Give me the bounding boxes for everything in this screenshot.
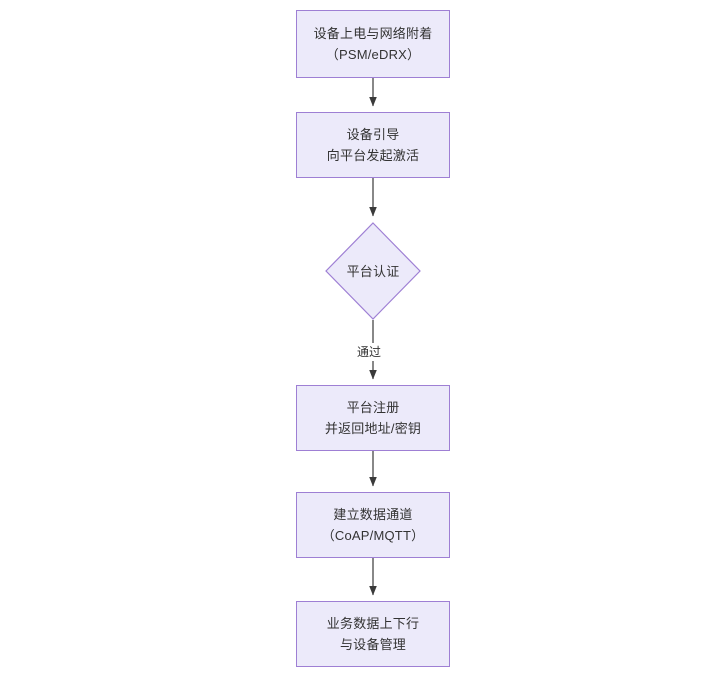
edge-label-pass: 通过 [355, 343, 384, 361]
node-device-bootstrap[interactable]: 设备引导 向平台发起激活 [296, 112, 450, 178]
node-platform-authentication[interactable]: 平台认证 [325, 222, 421, 320]
node-label-line: （PSM/eDRX） [325, 47, 421, 62]
node-platform-registration[interactable]: 平台注册 并返回地址/密钥 [296, 385, 450, 451]
node-label-line: 建立数据通道 [333, 507, 413, 522]
node-label-line: 与设备管理 [339, 637, 406, 652]
node-business-data-and-device-management[interactable]: 业务数据上下行 与设备管理 [296, 601, 450, 667]
diamond-shape [325, 222, 421, 320]
node-label-line: 并返回地址/密钥 [324, 421, 422, 436]
node-label-line: （CoAP/MQTT） [321, 528, 425, 543]
node-device-power-on[interactable]: 设备上电与网络附着 （PSM/eDRX） [296, 10, 450, 78]
node-establish-data-channel[interactable]: 建立数据通道 （CoAP/MQTT） [296, 492, 450, 558]
node-label-line: 设备引导 [346, 127, 400, 142]
node-label-line: 设备上电与网络附着 [313, 26, 433, 41]
node-label-line: 向平台发起激活 [326, 148, 420, 163]
node-label-line: 平台认证 [346, 263, 400, 279]
node-label-line: 业务数据上下行 [326, 616, 420, 631]
node-label-line: 平台注册 [346, 400, 400, 415]
